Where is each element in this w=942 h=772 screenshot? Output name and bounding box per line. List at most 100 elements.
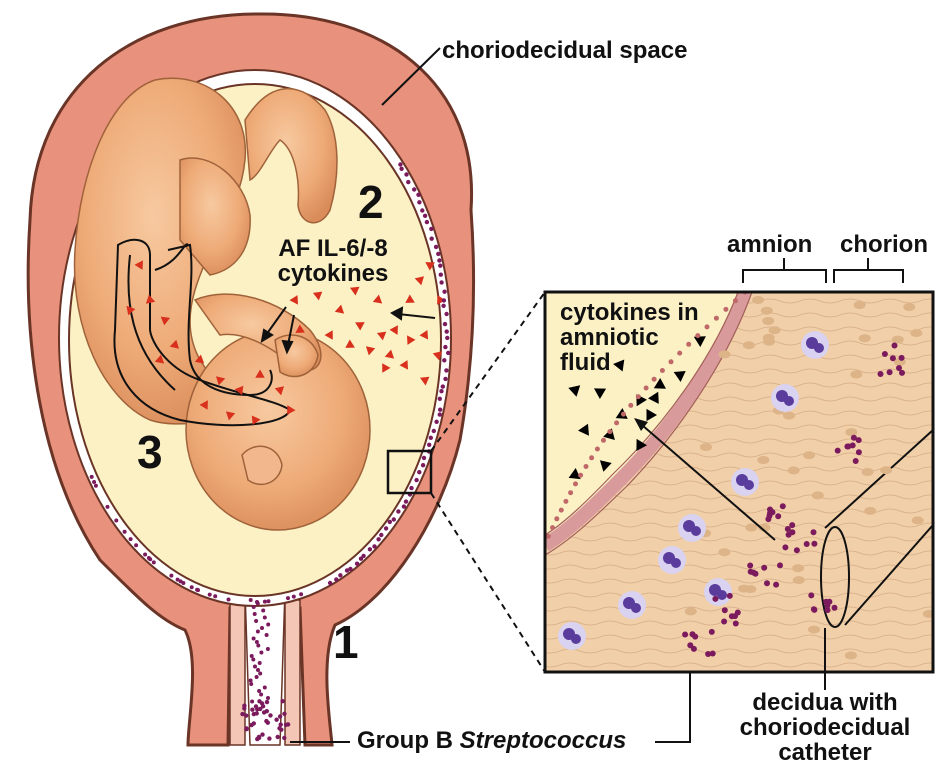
bacterium (213, 594, 217, 598)
bacterium (267, 599, 271, 603)
bacterium (430, 237, 434, 241)
bacterium (444, 312, 448, 316)
decidual-cell-nucleus (700, 443, 712, 451)
bacterium (267, 736, 271, 740)
decidual-cell-nucleus (743, 341, 755, 349)
bacterium (195, 588, 199, 592)
decidual-cell-nucleus (854, 301, 866, 309)
bacterium (260, 626, 264, 630)
bacterium (735, 610, 741, 616)
bacterium (359, 557, 363, 561)
bacterium (416, 193, 420, 197)
amnion-cell-nucleus (568, 490, 573, 495)
bacterium (856, 449, 862, 455)
bacterium (773, 582, 779, 588)
bacterium (851, 435, 857, 441)
marker-1: 1 (333, 618, 359, 666)
bacterium (417, 200, 421, 204)
bacterium (392, 517, 396, 521)
bacterium (242, 704, 246, 708)
bacterium (442, 358, 446, 362)
decidual-cell-nucleus (903, 303, 915, 311)
bacterium (414, 478, 418, 482)
bacterium (253, 665, 257, 669)
bacterium (263, 616, 267, 620)
amnion-cell-nucleus (559, 508, 564, 513)
bacterium (179, 579, 183, 583)
bacterium (279, 722, 283, 726)
bacterium (328, 581, 332, 585)
bacterium (152, 560, 156, 564)
bacterium (265, 700, 269, 704)
bacterium (266, 696, 270, 700)
bacterium (368, 547, 372, 551)
bacterium (438, 412, 442, 416)
bacterium (406, 180, 410, 184)
bacterium (227, 598, 231, 602)
bacterium (436, 252, 440, 256)
bacterium (444, 368, 448, 372)
bacterium (376, 537, 380, 541)
bacterium (266, 623, 270, 627)
bacterium (420, 208, 424, 212)
bacterium (429, 436, 433, 440)
bacterium (261, 704, 265, 708)
bacterium (292, 595, 296, 599)
bacterium (786, 532, 792, 538)
decidual-cell-nucleus (792, 564, 804, 572)
bacterium (434, 245, 438, 249)
bacterium (338, 573, 342, 577)
decidual-cell-nucleus (738, 585, 750, 593)
neutrophil-nucleus (814, 343, 824, 353)
bacterium (777, 562, 783, 568)
bacterium (446, 351, 450, 355)
decidual-cell-nucleus (808, 626, 820, 634)
bacterium (251, 658, 255, 662)
decidual-cell-nucleus (763, 334, 775, 342)
bacterium (258, 672, 262, 676)
bacterium (388, 520, 392, 524)
bacterium (443, 377, 447, 381)
bacterium (785, 526, 791, 532)
bacterium (253, 612, 257, 616)
bacterium (402, 504, 406, 508)
zoom-line-bottom (431, 493, 545, 672)
bacterium (824, 603, 830, 609)
bacterium (282, 736, 286, 740)
bacterium (255, 640, 259, 644)
bacterium (256, 630, 260, 634)
bacterium (439, 273, 443, 277)
bacterium (442, 290, 446, 294)
bacterium (254, 619, 258, 623)
bacterium (441, 384, 445, 388)
amnion-cell-nucleus (584, 464, 589, 469)
bacterium (690, 631, 696, 637)
bacterium (438, 397, 442, 401)
bacterium (399, 167, 403, 171)
bacterium (764, 580, 770, 586)
bacterium (878, 371, 884, 377)
decidual-cell-nucleus (719, 350, 731, 358)
decidual-cell-nucleus (862, 468, 874, 476)
bacterium (445, 329, 449, 333)
bacterium (252, 605, 256, 609)
bacterium (439, 280, 443, 284)
bacterium (143, 553, 147, 557)
bacterium (892, 343, 898, 349)
label-gbs-species: Streptococcus (460, 727, 627, 754)
bacterium (276, 735, 280, 739)
bacterium (437, 258, 441, 262)
bacterium (372, 544, 376, 548)
decidual-cell-nucleus (783, 412, 795, 420)
bacterium (249, 679, 253, 683)
decidual-cell-nucleus (757, 456, 769, 464)
bacterium (794, 547, 800, 553)
label-chorion: chorion (840, 232, 928, 257)
bacterium (811, 529, 817, 535)
bacterium (282, 712, 286, 716)
decidual-cell-nucleus (859, 334, 871, 342)
bacterium (250, 654, 254, 658)
label-decidua-line3: catheter (720, 740, 930, 765)
bacterium (263, 686, 267, 690)
